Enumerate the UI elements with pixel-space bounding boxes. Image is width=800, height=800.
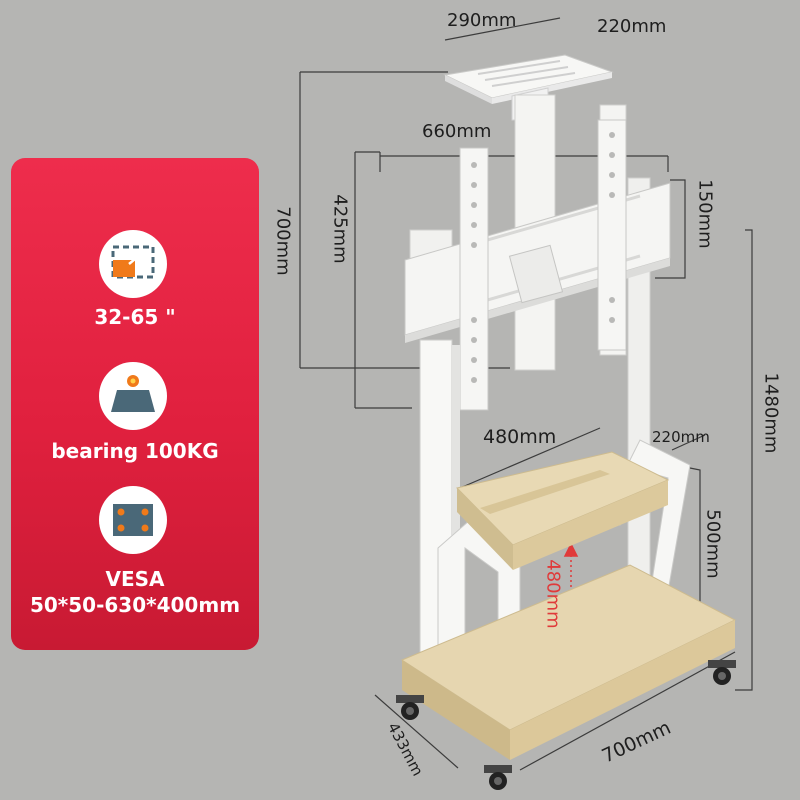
vesa-pattern-icon bbox=[99, 486, 167, 554]
mount-plate-label: 150mm bbox=[694, 179, 716, 249]
vesa-label: VESA 50*50-630*400mm bbox=[29, 567, 241, 617]
bearing-label: bearing 100KG bbox=[51, 439, 219, 463]
weight-icon bbox=[99, 362, 167, 430]
screen-size-icon bbox=[99, 230, 167, 298]
tray-depth-label: 220mm bbox=[597, 16, 667, 37]
wooden-shelf bbox=[456, 451, 670, 570]
dimension-lines bbox=[299, 17, 753, 771]
features-panel: 32-65 " bearing 100KG VESA 50*50-630*400… bbox=[11, 158, 259, 650]
wooden-base bbox=[400, 564, 737, 760]
bracket-width-label: 660mm bbox=[422, 121, 492, 142]
tray-width-label: 290mm bbox=[447, 10, 517, 31]
shelf-width-label: 480mm bbox=[483, 426, 557, 448]
bracket-height-label: 425mm bbox=[329, 194, 351, 264]
shelf-gap-label: 480mm bbox=[542, 559, 564, 629]
bracket-arms bbox=[459, 119, 627, 411]
caster-wheels bbox=[396, 660, 736, 790]
shelf-depth-label: 220mm bbox=[652, 428, 710, 446]
mount-height-label: 700mm bbox=[272, 206, 294, 276]
screen-size-label: 32-65 " bbox=[94, 305, 176, 329]
shelf-frame-height-label: 500mm bbox=[702, 509, 724, 579]
total-height-label: 1480mm bbox=[760, 372, 782, 454]
